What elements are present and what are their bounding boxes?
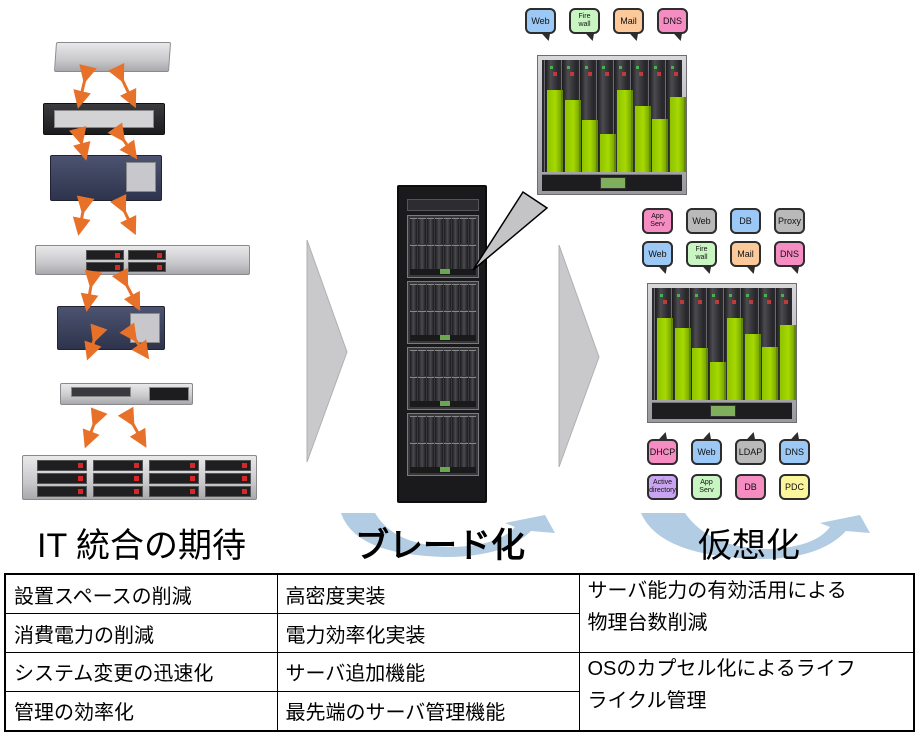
load-bar [617,90,631,172]
service-tag: App Serv [691,474,722,500]
service-tag: DB [735,474,766,500]
load-bar [564,100,579,172]
table-cell: 高密度実装 [276,573,580,615]
arrow [84,323,108,361]
table-cell: OSのカプセル化によるライフ ライクル管理 [578,651,915,732]
load-bar [634,106,649,172]
blade-enclosure-top [537,55,687,195]
chevron-right-icon [306,240,348,463]
load-bar [744,334,759,400]
load-bar [692,348,706,400]
router-appliance [43,103,165,135]
curved-arrow-icon [341,513,555,557]
blade-enclosure-virtual [647,283,797,423]
table-cell: サーバ追加機能 [276,651,580,692]
load-bar [652,119,666,172]
rack-server-1u [35,245,250,275]
load-bar [727,318,741,400]
table-row: 設置スペースの削減 高密度実装 サーバ能力の有効活用による 物理台数削減 [4,573,915,653]
service-tag: PDC [779,474,810,500]
table-cell: 電力効率化実装 [276,613,580,653]
curved-arrow-icon [641,513,870,559]
load-bar [669,97,684,172]
service-tag: Active directory [647,474,678,500]
service-tag: Web [525,8,556,34]
blade-enclosure [407,347,479,410]
blade-enclosure [407,215,479,278]
arrow [107,122,138,160]
service-tag: App Serv [642,208,673,234]
blade-rack [397,185,487,503]
service-tag: DB [730,208,761,234]
heading-virtualization: 仮想化 [698,527,800,565]
table-cell: システム変更の迅速化 [4,651,278,692]
arrow [117,406,147,448]
load-bar [599,134,614,172]
service-tag: Web [642,241,673,267]
chevron-right-icon [558,245,600,468]
service-tag: Fire wall [686,241,717,267]
service-tag: Web [691,439,722,465]
arrow [119,322,150,360]
load-bar [582,120,596,172]
service-tag: Mail [730,241,761,267]
load-bar [674,328,689,400]
table-row: 消費電力の削減 電力効率化実装 [4,613,914,653]
service-tag: Proxy [774,208,805,234]
service-tag: Fire wall [569,8,600,34]
arrow [73,64,97,109]
service-tag: LDAP [735,439,766,465]
arrow [68,125,91,161]
zoom-callout [472,190,549,271]
arrow [107,62,137,109]
tower-server [50,155,162,201]
service-tag: Mail [613,8,644,34]
rack-top-unit [407,199,479,211]
service-tag: DHCP [647,439,678,465]
arrow [80,269,103,312]
rack-server-2u [60,383,193,405]
service-tag: DNS [774,241,805,267]
table-cell: 設置スペースの削減 [4,573,278,615]
table-cell: 消費電力の削減 [4,613,278,653]
arrow [72,195,95,236]
load-bar [762,347,776,400]
table-cell: サーバ能力の有効活用による 物理台数削減 [578,573,915,653]
table-row: システム変更の迅速化 サーバ追加機能 OSのカプセル化によるライフ ライクル管理 [4,651,915,732]
table-row: 管理の効率化 最先端のサーバ管理機能 [4,690,914,732]
arrow [110,194,137,236]
arrow [111,267,141,311]
heading-it-consolidation: IT 統合の期待 [37,527,247,565]
blade-enclosure [407,413,479,476]
load-bar [709,362,724,400]
service-tag: DNS [657,8,688,34]
arrow [82,407,108,449]
service-tag: DNS [779,439,810,465]
load-bar [779,325,794,400]
table-cell: 管理の効率化 [4,690,278,732]
heading-blade: ブレード化 [355,527,525,565]
service-tag: Web [686,208,717,234]
table-cell: 最先端のサーバ管理機能 [276,690,580,732]
blade-enclosure [407,281,479,344]
load-bar [547,90,561,172]
load-bar [657,318,671,400]
connection-arrows [68,62,150,449]
benefits-table: 設置スペースの削減 高密度実装 サーバ能力の有効活用による 物理台数削減 消費電… [4,573,915,732]
storage-array [22,455,257,500]
